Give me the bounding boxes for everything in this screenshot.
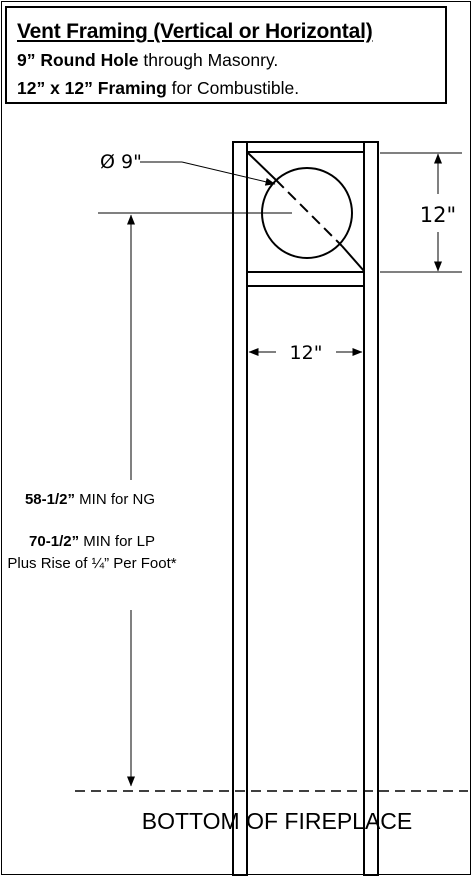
- width-label: 12": [290, 342, 323, 364]
- diagonal-hidden: [275, 179, 343, 247]
- round-hole-line: 9” Round Hole through Masonry.: [17, 50, 278, 71]
- lp-min-label: 70-1/2” MIN for LP: [29, 533, 155, 550]
- diameter-label: Ø 9": [100, 151, 142, 173]
- lp-min-rest: MIN for LP: [79, 533, 155, 550]
- height-label: 12": [420, 203, 456, 227]
- ng-min-rest: MIN for NG: [75, 491, 155, 508]
- ng-min-label: 58-1/2” MIN for NG: [25, 491, 155, 508]
- left-stud: [232, 141, 248, 876]
- framing-rest: for Combustible.: [166, 78, 300, 98]
- right-stud: [363, 141, 379, 876]
- bottom-header: [246, 271, 365, 287]
- framing-bold: 12” x 12” Framing: [17, 78, 167, 98]
- diameter-leader: [181, 161, 276, 186]
- ng-min-bold: 58-1/2”: [25, 491, 75, 508]
- title: Vent Framing (Vertical or Horizontal): [17, 20, 373, 43]
- framing-line: 12” x 12” Framing for Combustible.: [17, 78, 299, 99]
- round-hole-bold: 9” Round Hole: [17, 50, 139, 70]
- diagonal-upper: [247, 152, 277, 181]
- diagonal-lower: [341, 245, 365, 272]
- round-hole-rest: through Masonry.: [138, 50, 279, 70]
- top-header: [246, 141, 365, 153]
- title-box: Vent Framing (Vertical or Horizontal) 9”…: [5, 6, 447, 104]
- rise-note: Plus Rise of ¼” Per Foot*: [7, 555, 176, 572]
- lp-min-bold: 70-1/2”: [29, 533, 79, 550]
- bottom-label: BOTTOM OF FIREPLACE: [142, 808, 413, 834]
